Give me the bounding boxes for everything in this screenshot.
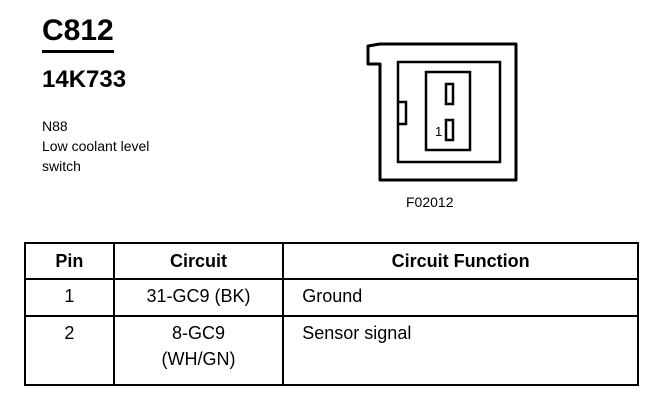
connector-id: C812 (42, 14, 114, 53)
part-number: 14K733 (42, 66, 127, 93)
pin-cell: 1 (24, 278, 115, 317)
circuit-cell: 31-GC9 (BK) (112, 278, 285, 317)
column-header-circuit: Circuit (112, 242, 285, 280)
function-cell: Sensor signal (282, 315, 639, 386)
pin-1-terminal (444, 118, 455, 142)
terminal-cavity (424, 70, 472, 152)
circuit-line: 8-GC9 (171, 323, 225, 343)
pin-1-label: 1 (435, 124, 442, 139)
pin-cell: 2 (24, 315, 115, 386)
connector-description: N88 Low coolant level switch (42, 116, 149, 176)
connector-housing (366, 42, 518, 182)
circuit-line: (WH/GN) (161, 349, 236, 369)
pinout-table: Pin Circuit Circuit Function 1 31-GC9 (B… (24, 242, 639, 386)
connector-body (396, 60, 502, 164)
table-header-row: Pin Circuit Circuit Function (24, 242, 639, 280)
circuit-cell: 8-GC9 (WH/GN) (112, 315, 285, 386)
description-line: switch (42, 158, 81, 174)
column-header-pin: Pin (24, 242, 115, 280)
pin-2-terminal (444, 82, 455, 106)
description-line: N88 (42, 118, 68, 134)
table-row: 2 8-GC9 (WH/GN) Sensor signal (24, 315, 639, 386)
column-header-circuit-function: Circuit Function (282, 242, 639, 280)
description-line: Low coolant level (42, 138, 150, 154)
locking-tab (398, 100, 408, 126)
connector-face-diagram: 1 (366, 42, 518, 182)
figure-code: F02012 (406, 194, 454, 210)
circuit-line: 31-GC9 (BK) (146, 286, 251, 306)
function-cell: Ground (282, 278, 639, 317)
table-row: 1 31-GC9 (BK) Ground (24, 278, 639, 317)
